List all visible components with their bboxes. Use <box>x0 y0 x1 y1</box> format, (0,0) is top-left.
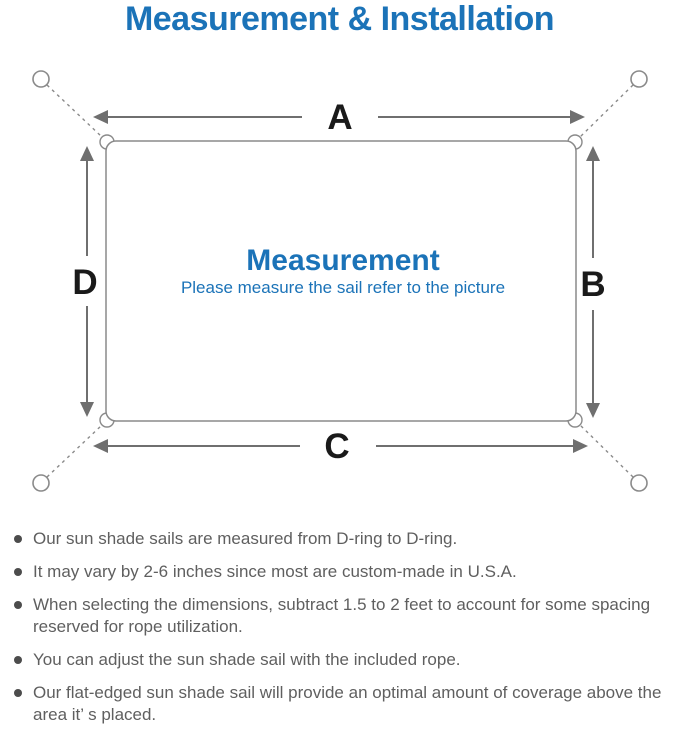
arrowhead-right-icon <box>573 439 588 453</box>
arrowhead-down-icon <box>80 402 94 417</box>
tie-rope-bottom-left <box>46 424 103 478</box>
arrowhead-right-icon <box>570 110 585 124</box>
note-text: When selecting the dimensions, subtract … <box>33 595 651 636</box>
measurement-notes-list: Our sun shade sails are measured from D-… <box>14 528 662 737</box>
note-text: It may vary by 2-6 inches since most are… <box>33 562 517 581</box>
list-item: Our flat-edged sun shade sail will provi… <box>14 682 662 726</box>
note-text: You can adjust the sun shade sail with t… <box>33 650 461 669</box>
arrowhead-left-icon <box>93 110 108 124</box>
anchor-ring-icon-bottom-left <box>32 474 50 492</box>
list-item: When selecting the dimensions, subtract … <box>14 594 662 638</box>
dim-label-c: C <box>324 427 349 466</box>
arrowhead-up-icon <box>80 146 94 161</box>
tie-rope-top-right <box>579 84 634 138</box>
diagram-caption-title: Measurement <box>246 244 439 277</box>
arrowhead-up-icon <box>586 146 600 161</box>
tie-rope-top-left <box>46 84 103 138</box>
tie-rope-bottom-right <box>579 424 634 478</box>
dim-label-d: D <box>72 263 97 302</box>
dim-label-a: A <box>327 98 352 137</box>
anchor-ring-icon-top-left <box>32 70 50 88</box>
anchor-ring-icon-top-right <box>630 70 648 88</box>
arrowhead-left-icon <box>93 439 108 453</box>
note-text: Our flat-edged sun shade sail will provi… <box>33 683 662 724</box>
page-title: Measurement & Installation <box>124 0 555 38</box>
sail-rectangle <box>105 140 577 422</box>
anchor-ring-icon-bottom-right <box>630 474 648 492</box>
dim-label-b: B <box>580 265 605 304</box>
arrowhead-down-icon <box>586 403 600 418</box>
list-item: It may vary by 2-6 inches since most are… <box>14 561 662 583</box>
note-text: Our sun shade sails are measured from D-… <box>33 529 458 548</box>
diagram-caption-subtitle: Please measure the sail refer to the pic… <box>181 278 505 297</box>
sail-measurement-diagram: A C D B Measurement Please measure the s… <box>32 70 648 492</box>
list-item: You can adjust the sun shade sail with t… <box>14 649 662 671</box>
list-item: Our sun shade sails are measured from D-… <box>14 528 662 550</box>
